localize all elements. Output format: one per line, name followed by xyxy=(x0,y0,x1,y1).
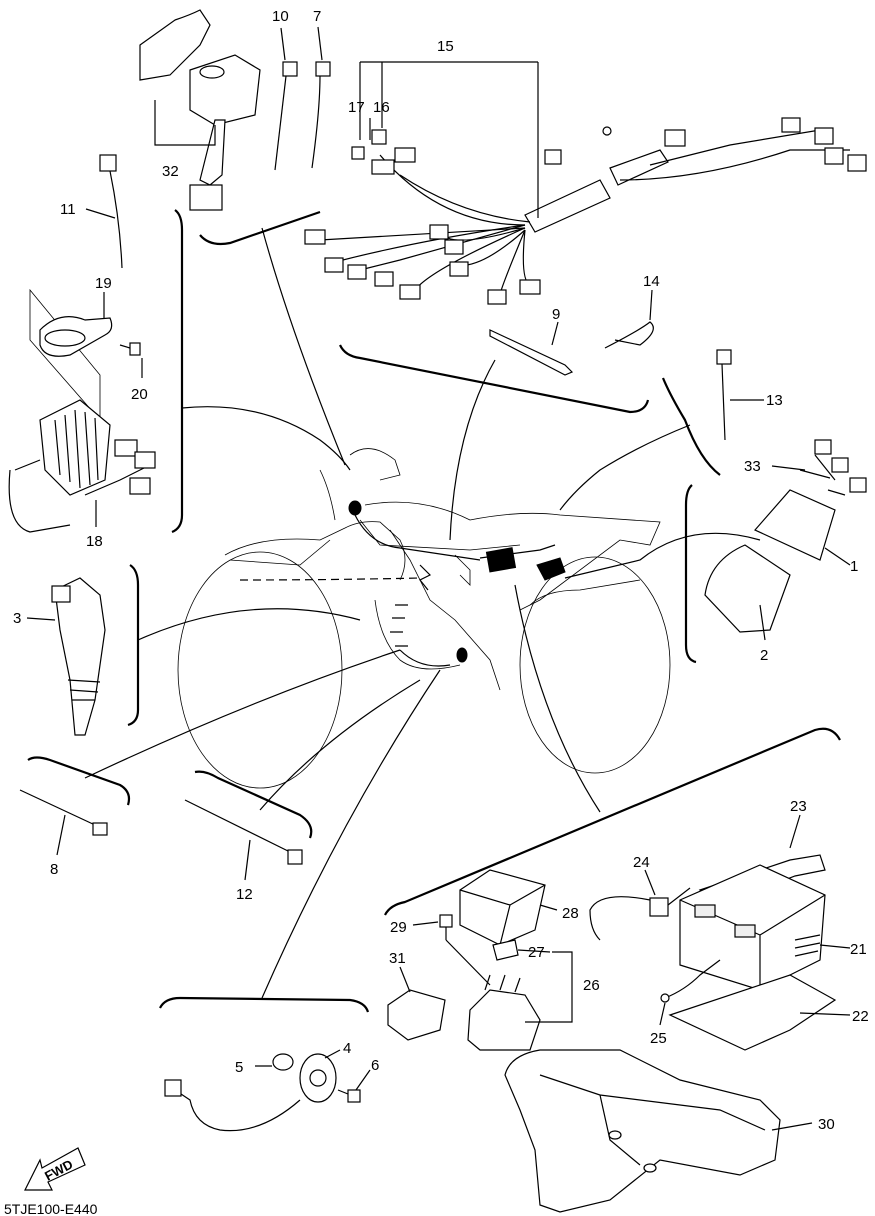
part-4-sensor xyxy=(164,1053,337,1132)
figure-code: 5TJE100-E440 xyxy=(4,1201,98,1216)
part-9-cable-tie xyxy=(489,329,574,376)
callout-24: 24 xyxy=(633,854,650,871)
callout-6: 6 xyxy=(371,1057,379,1074)
part-8-cable-tie xyxy=(19,789,108,836)
part-2-cover xyxy=(704,544,791,633)
callout-9: 9 xyxy=(552,306,560,323)
part-15-wire-harness xyxy=(304,61,867,305)
part-18-rectifier xyxy=(8,399,156,533)
group-brackets xyxy=(27,209,841,1013)
callout-10: 10 xyxy=(272,8,289,25)
callout-27: 27 xyxy=(528,944,545,961)
part-6-bolt xyxy=(337,1089,361,1103)
callout-5: 5 xyxy=(235,1059,243,1076)
fwd-label: FWD xyxy=(42,1157,75,1184)
callout-31: 31 xyxy=(389,950,406,967)
callout-20: 20 xyxy=(131,386,148,403)
callout-23: 23 xyxy=(790,798,807,815)
callout-19: 19 xyxy=(95,275,112,292)
callout-28: 28 xyxy=(562,905,579,922)
callout-2: 2 xyxy=(760,647,768,664)
part-5-o-ring xyxy=(272,1053,294,1071)
callout-32: 32 xyxy=(162,163,179,180)
callout-17: 17 xyxy=(348,99,365,116)
part-3-ignition-coil xyxy=(51,577,106,736)
callout-leaders xyxy=(26,26,851,1131)
part-25-lead xyxy=(660,959,721,1003)
callout-16: 16 xyxy=(373,99,390,116)
part-24-lead xyxy=(589,887,691,941)
callout-25: 25 xyxy=(650,1030,667,1047)
callout-3: 3 xyxy=(13,610,21,627)
callout-11: 11 xyxy=(60,201,76,218)
part-1-unit xyxy=(754,439,867,561)
part-20-bolt xyxy=(119,342,141,356)
callout-21: 21 xyxy=(850,941,867,958)
callout-12: 12 xyxy=(236,886,253,903)
callout-18: 18 xyxy=(86,533,103,550)
callout-1: 1 xyxy=(850,558,858,575)
callout-4: 4 xyxy=(343,1040,351,1057)
callout-29: 29 xyxy=(390,919,407,936)
callout-8: 8 xyxy=(50,861,58,878)
part-29-screw xyxy=(439,914,491,986)
part-27-fuse xyxy=(492,939,519,961)
callout-7: 7 xyxy=(313,8,321,25)
callout-numbers: 10 7 15 17 16 32 11 19 20 18 14 9 13 33 … xyxy=(13,8,869,1133)
callout-15: 15 xyxy=(437,38,454,55)
part-10-cable-tie xyxy=(274,61,298,171)
part-32-unit xyxy=(139,9,261,211)
part-31-relay xyxy=(387,989,446,1041)
part-30-battery-box xyxy=(504,1049,781,1213)
fwd-arrow-icon: FWD xyxy=(24,1147,86,1191)
motorcycle-frame-outline xyxy=(177,448,671,789)
part-14-lead-wire xyxy=(604,321,654,349)
callout-14: 14 xyxy=(643,273,660,290)
callout-13: 13 xyxy=(766,392,783,409)
callout-22: 22 xyxy=(852,1008,869,1025)
routing-lines xyxy=(84,227,761,999)
callout-30: 30 xyxy=(818,1116,835,1133)
part-26-starter-relay xyxy=(467,951,573,1051)
part-21-battery xyxy=(679,864,826,991)
part-13-cable-tie xyxy=(716,349,732,441)
part-22-battery-pad xyxy=(668,974,837,1051)
part-12-cable-tie xyxy=(184,799,303,865)
callout-33: 33 xyxy=(744,458,761,475)
callout-26: 26 xyxy=(583,977,600,994)
part-11-cable-tie xyxy=(99,154,123,269)
part-7-cable-tie xyxy=(311,61,331,169)
part-28-relay xyxy=(459,869,546,946)
part-19-bracket xyxy=(29,288,113,422)
